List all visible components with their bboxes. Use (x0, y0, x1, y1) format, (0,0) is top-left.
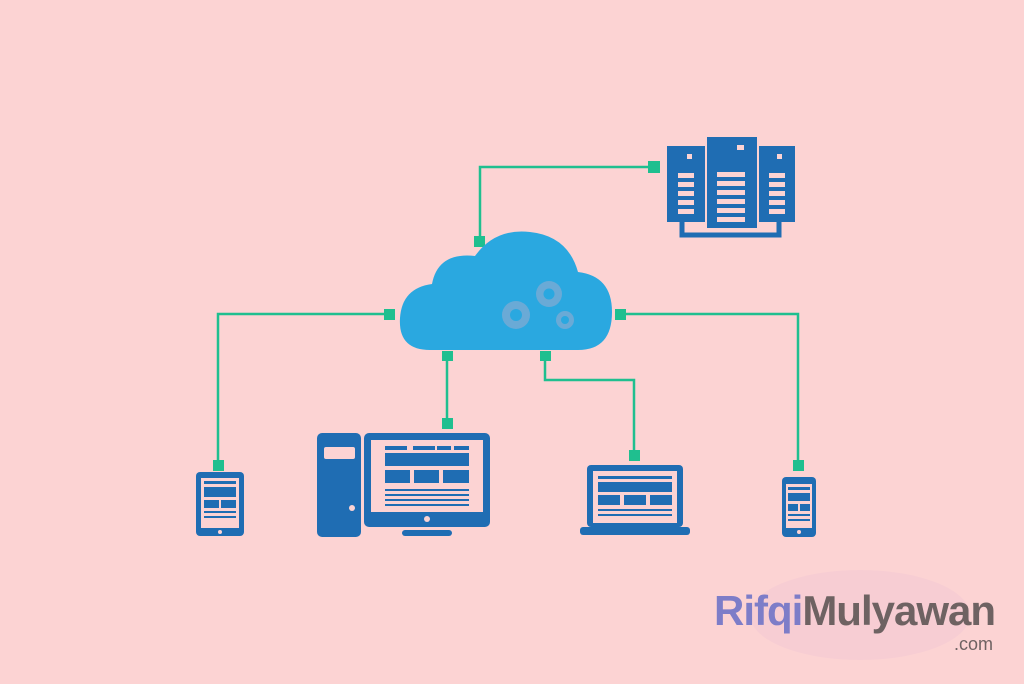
watermark-part1: Rifqi (714, 587, 803, 634)
desktop-computer-icon (317, 433, 490, 537)
tablet-icon (196, 472, 244, 536)
connector-plugs (213, 161, 804, 471)
line-phone (622, 312, 800, 462)
cloud-icon (399, 231, 612, 350)
watermark-cloud (750, 570, 970, 660)
watermark-name: RifqiMulyawan (714, 587, 996, 634)
watermark-logo: RifqiMulyawan .com (714, 587, 996, 655)
watermark-part2: Mulyawan (802, 587, 996, 634)
server-rack-icon (667, 137, 795, 238)
connector-lines (216, 165, 800, 462)
line-tablet (216, 312, 388, 462)
line-laptop (543, 356, 636, 450)
laptop-icon (580, 465, 690, 535)
smartphone-icon (782, 477, 816, 537)
watermark-suffix: .com (954, 634, 994, 654)
line-server (478, 165, 655, 236)
